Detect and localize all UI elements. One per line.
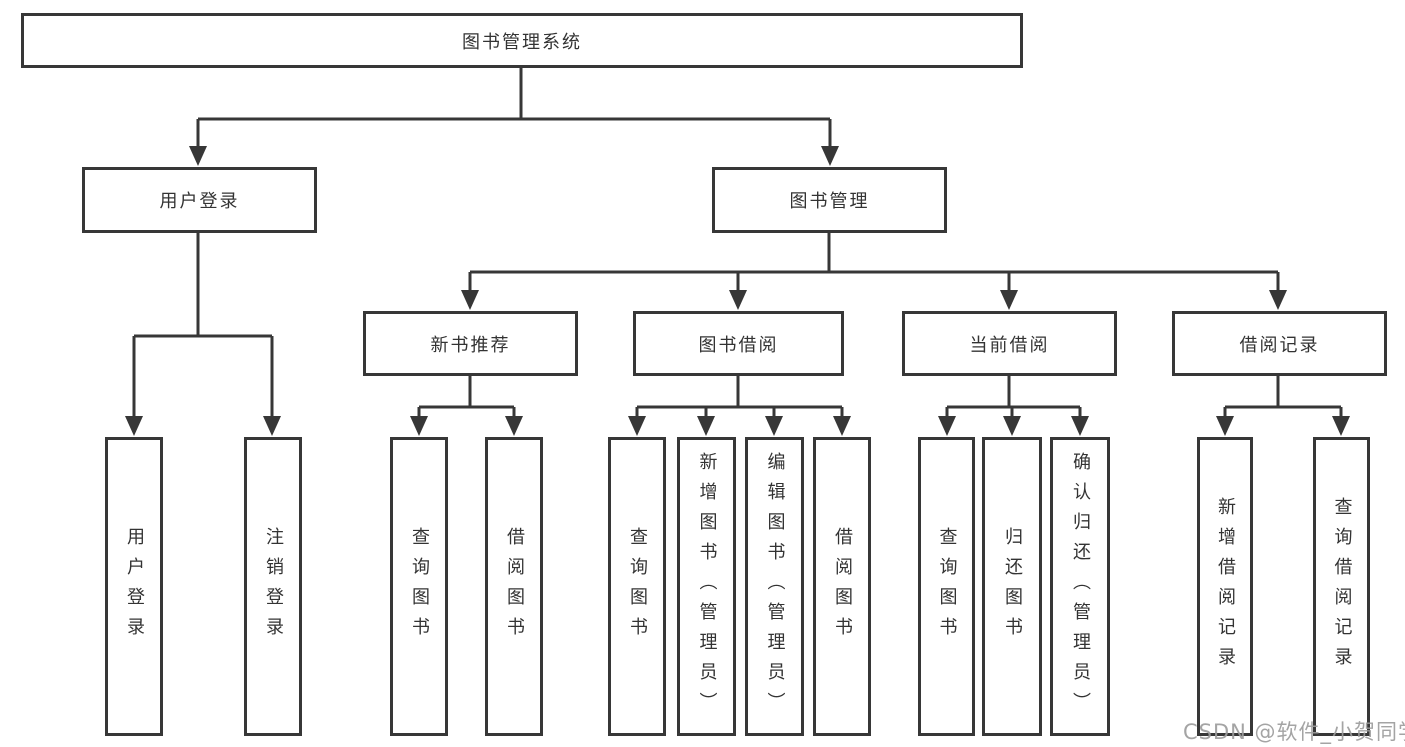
- node-borrowing-records: 借阅记录: [1172, 311, 1387, 376]
- node-library-management-system: 图书管理系统: [21, 13, 1023, 68]
- leaf-cb-confirm-return-admin: 确认归还（管理员）: [1050, 437, 1110, 736]
- leaf-label: 查询图书: [936, 526, 958, 647]
- csdn-watermark: CSDN @软件_小贺同学: [1183, 720, 1405, 744]
- leaf-label: 编辑图书（管理员）: [764, 451, 786, 722]
- leaf-cb-return-books: 归还图书: [982, 437, 1042, 736]
- leaf-label: 新增图书（管理员）: [696, 451, 718, 722]
- node-label: 当前借阅: [969, 334, 1050, 356]
- leaf-br-query-record: 查询借阅记录: [1313, 437, 1370, 736]
- leaf-label: 查询借阅记录: [1331, 496, 1353, 677]
- node-current-borrowing: 当前借阅: [902, 311, 1117, 376]
- leaf-br-add-record: 新增借阅记录: [1197, 437, 1253, 736]
- node-user-login: 用户登录: [82, 167, 317, 233]
- node-label: 用户登录: [159, 191, 240, 212]
- leaf-label: 新增借阅记录: [1215, 496, 1236, 677]
- leaf-bb-add-books-admin: 新增图书（管理员）: [677, 437, 736, 736]
- leaf-label: 查询图书: [409, 526, 430, 647]
- leaf-label: 借阅图书: [832, 526, 853, 647]
- leaf-bb-borrow-books: 借阅图书: [813, 437, 871, 736]
- leaf-label: 确认归还（管理员）: [1070, 451, 1091, 722]
- node-book-borrowing: 图书借阅: [633, 311, 844, 376]
- node-label: 图书管理系统: [462, 31, 582, 53]
- node-label: 图书借阅: [698, 334, 779, 356]
- leaf-label: 查询图书: [627, 526, 648, 647]
- node-label: 借阅记录: [1239, 334, 1320, 356]
- leaf-bb-query-books: 查询图书: [608, 437, 666, 736]
- node-label: 新书推荐: [430, 334, 511, 356]
- leaf-logout: 注销登录: [244, 437, 302, 736]
- leaf-nbr-query-books: 查询图书: [390, 437, 448, 736]
- leaf-label: 归还图书: [1002, 526, 1023, 647]
- leaf-cb-query-books: 查询图书: [918, 437, 975, 736]
- node-label: 图书管理: [789, 191, 870, 212]
- leaf-bb-edit-books-admin: 编辑图书（管理员）: [745, 437, 804, 736]
- leaf-user-login: 用户登录: [105, 437, 163, 736]
- leaf-label: 用户登录: [124, 526, 145, 647]
- leaf-label: 借阅图书: [504, 526, 525, 647]
- node-book-management: 图书管理: [712, 167, 947, 233]
- leaf-nbr-borrow-books: 借阅图书: [485, 437, 543, 736]
- leaf-label: 注销登录: [263, 526, 284, 647]
- node-new-book-recommendation: 新书推荐: [363, 311, 578, 376]
